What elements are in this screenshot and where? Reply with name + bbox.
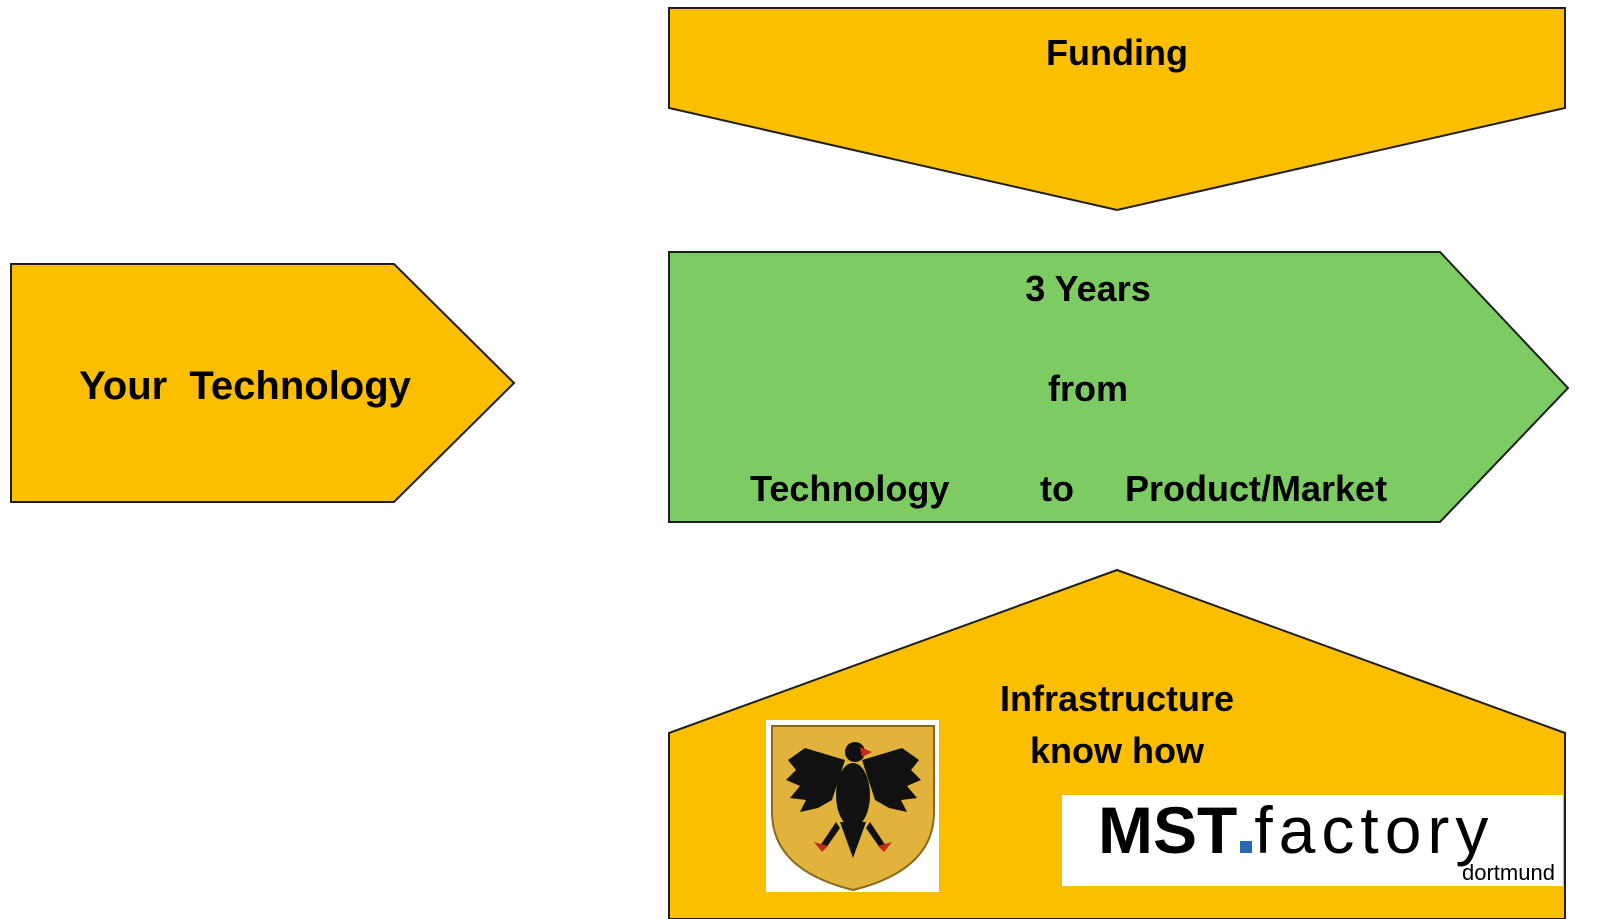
know-how-label: know how (1030, 730, 1204, 771)
funding-arrow (668, 7, 1566, 212)
mst-logo-bold-text: MST (1098, 793, 1238, 867)
mst-logo-city-text: dortmund (1462, 860, 1555, 885)
technology-arrow (10, 263, 516, 503)
mst-logo-light-text: factory (1254, 793, 1495, 867)
process-to-label: to (1040, 468, 1074, 509)
eagle-red-details (814, 747, 892, 852)
mst-logo-dot (1240, 841, 1253, 853)
process-from-label: from (1048, 368, 1128, 409)
process-years-label: 3 Years (1025, 268, 1151, 309)
process-arrow (668, 251, 1570, 523)
eagle-icon (786, 742, 921, 858)
dortmund-crest-logo (766, 720, 939, 892)
technology-label: Your Technology (79, 364, 411, 408)
funding-label: Funding (1046, 32, 1188, 73)
process-product-market-label: Product/Market (1125, 468, 1388, 509)
process-technology-label: Technology (750, 468, 950, 509)
infrastructure-label: Infrastructure (999, 678, 1235, 719)
